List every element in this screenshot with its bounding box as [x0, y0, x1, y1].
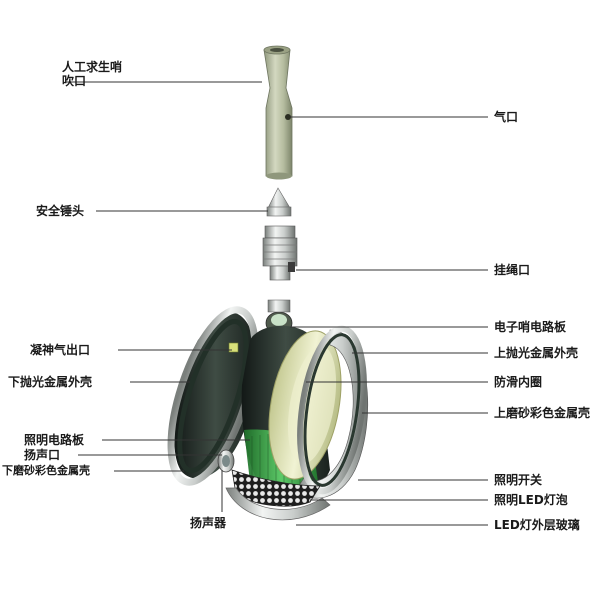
label-led-glass: LED灯外层玻璃: [494, 518, 580, 532]
label-gas-outlet: 凝神气出口: [30, 343, 91, 357]
label-safety-hammer: 安全锤头: [36, 204, 85, 218]
led-glass: [225, 487, 331, 521]
label-speaker-port: 扬声口: [24, 448, 61, 462]
air-vent-icon: [285, 114, 291, 120]
speaker: [217, 449, 235, 473]
label-light-switch: 照明开关: [494, 473, 543, 487]
label-lower-polished-shell: 下抛光金属外壳: [8, 375, 93, 389]
label-upper-frosted-shell: 上磨砂彩色金属壳: [494, 406, 591, 420]
whistle-tube: [263, 45, 293, 180]
led-bulb-array: [231, 469, 321, 507]
label-lower-frosted-shell: 下磨砂彩色金属壳: [2, 464, 90, 477]
label-led-bulb: 照明LED灯泡: [494, 493, 568, 507]
label-nonslip-ring: 防滑内圈: [494, 375, 543, 389]
label-lanyard-hole: 挂绳口: [494, 263, 531, 277]
label-speaker: 扬声器: [190, 516, 227, 530]
gas-outlet-icon: [228, 342, 239, 353]
leader-lines: [66, 81, 488, 526]
label-air-vent: 气口: [494, 110, 519, 124]
lanyard-connector: [262, 225, 298, 281]
label-electronic-whistle-board: 电子哨电路板: [494, 320, 567, 334]
safety-hammer: [266, 187, 292, 217]
label-light-board: 照明电路板: [24, 433, 85, 447]
label-whistle-mouth: 人工求生哨 吹口: [62, 60, 123, 88]
label-upper-polished-shell: 上抛光金属外壳: [494, 346, 579, 360]
